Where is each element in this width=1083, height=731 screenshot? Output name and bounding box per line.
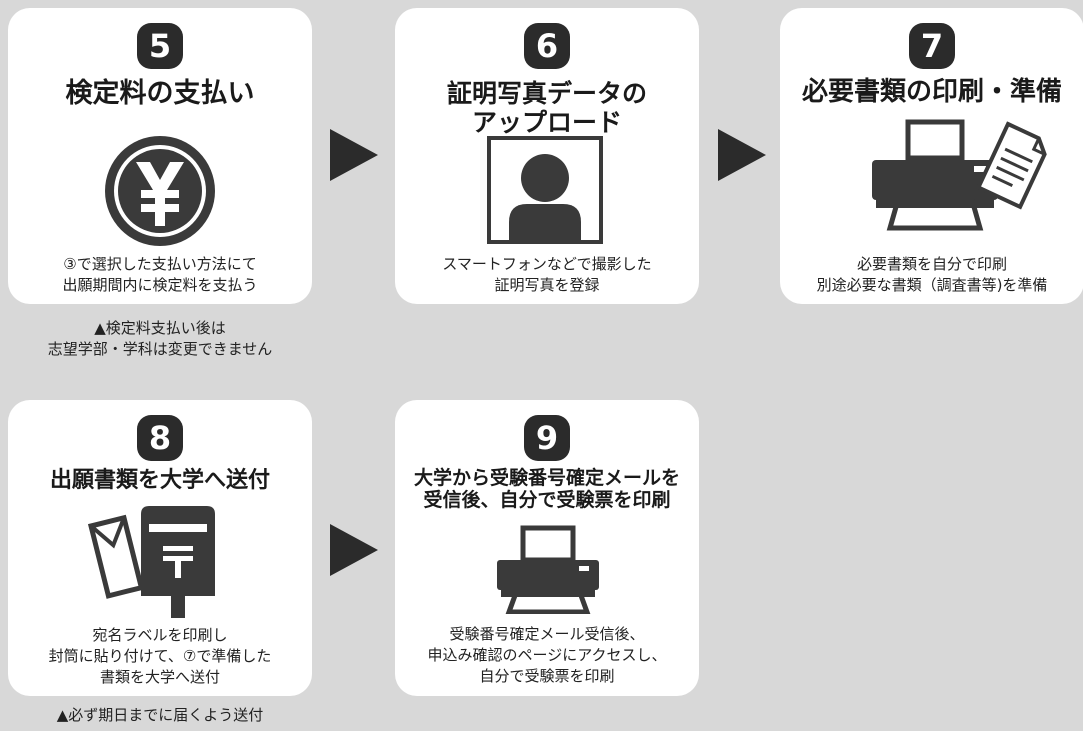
printer-icon <box>493 524 603 618</box>
step-description: スマートフォンなどで撮影した 証明写真を登録 <box>442 255 652 294</box>
step-card-6: 6 証明写真データの アップロード スマートフォンなどで撮影した 証明写真を登録 <box>395 8 699 304</box>
step-card-9: 9 大学から受験番号確定メールを 受信後、自分で受験票を印刷 受験番号確定メール… <box>395 400 699 696</box>
step-title: 検定料の支払い <box>65 78 255 109</box>
flow-arrow-icon <box>718 129 766 181</box>
step-description: ③で選択した支払い方法にて 出願期間内に検定料を支払う <box>62 255 258 294</box>
portrait-photo-icon <box>487 136 603 248</box>
step-description: 受験番号確定メール受信後、 申込み確認のページにアクセスし、 自分で受験票を印刷 <box>427 625 667 685</box>
step-title: 出願書類を大学へ送付 <box>49 467 270 493</box>
step-description: 必要書類を自分で印刷 別途必要な書類（調査書等)を準備 <box>816 255 1048 294</box>
step-card-7: 7 必要書類の印刷・準備 必要書類を自分で印刷 別途必要な書類（調査書等)を準備 <box>780 8 1083 304</box>
yen-coin-icon <box>103 134 217 252</box>
step-description: 宛名ラベルを印刷し 封筒に貼り付けて、⑦で準備した 書類を大学へ送付 <box>48 626 272 686</box>
step-note: ▲検定料支払い後は 志望学部・学科は変更できません <box>47 319 273 358</box>
step-card-8: 8 出願書類を大学へ送付 宛名ラベルを印刷し 封筒に貼り付けて、⑦で準備した 書… <box>8 400 312 696</box>
step-title: 必要書類の印刷・準備 <box>801 77 1062 107</box>
step-title: 大学から受験番号確定メールを 受信後、自分で受験票を印刷 <box>413 467 680 511</box>
flow-arrow-icon <box>330 129 378 181</box>
step-card-5: 5 検定料の支払い ③で選択した支払い方法にて 出願期間内に検定料を支払う <box>8 8 312 304</box>
step-number-badge: 5 <box>137 23 183 69</box>
step-number-badge: 8 <box>137 415 183 461</box>
step-number-badge: 9 <box>524 415 570 461</box>
step-title: 証明写真データの アップロード <box>446 79 647 137</box>
step-number-badge: 6 <box>524 23 570 69</box>
printer-document-icon <box>868 116 1058 240</box>
flow-arrow-icon <box>330 524 378 576</box>
mailbox-envelope-icon <box>83 504 233 624</box>
step-note: ▲必ず期日までに届くよう送付 <box>56 706 264 724</box>
step-number-badge: 7 <box>909 23 955 69</box>
